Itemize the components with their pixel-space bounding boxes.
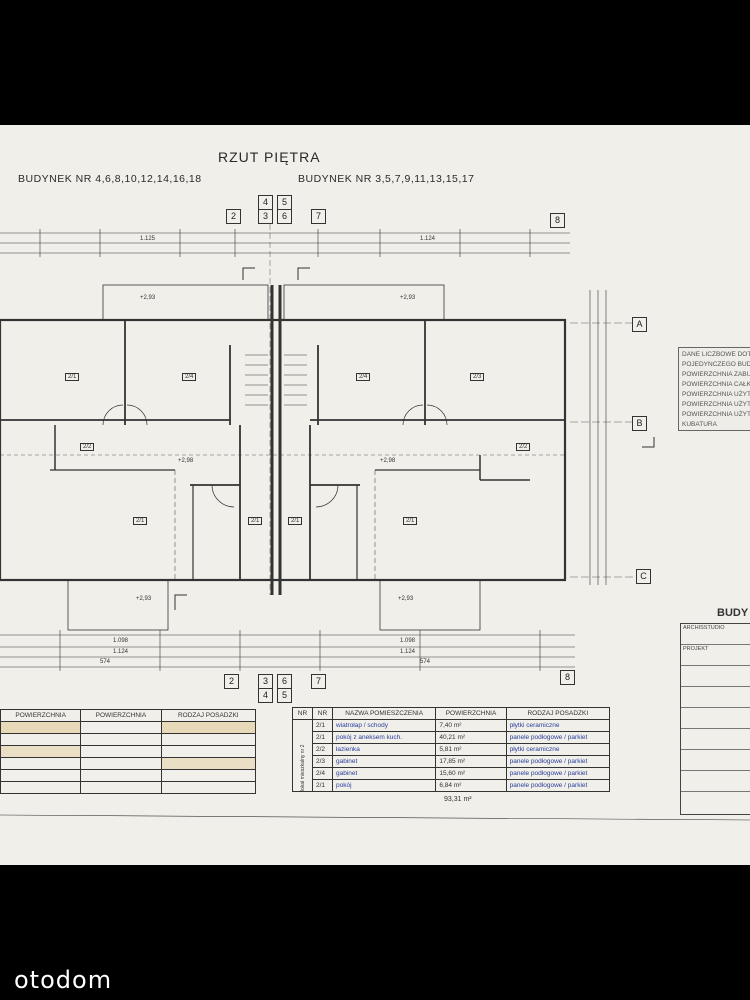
legend-side-label: lokal mieszkalny nr 2	[292, 719, 313, 792]
legend-cell: łazienka	[331, 743, 437, 756]
legend-cell: pokój z aneksem kuch.	[331, 731, 437, 744]
legend-cell: gabinet	[331, 767, 437, 780]
axis-label: A	[632, 317, 647, 332]
legend-cell: 2/3	[311, 755, 333, 768]
subtitle-left: BUDYNEK NR 4,6,8,10,12,14,16,18	[18, 173, 202, 185]
dimension-label: 1.124	[113, 649, 129, 655]
dimension-label: 574	[420, 659, 431, 665]
level-label: +2,93	[136, 596, 152, 602]
level-label: +2,93	[400, 295, 416, 301]
legend-cell: 15,60 m²	[435, 767, 507, 780]
room-tag: 2/1	[403, 517, 418, 525]
legend-cell: 2/2	[311, 743, 333, 756]
drawing-sheet: RZUT PIĘTRA BUDYNEK NR 4,6,8,10,12,14,16…	[0, 125, 750, 865]
room-tag: 2/1	[248, 517, 263, 525]
legend-cell: 2/4	[311, 767, 333, 780]
data-panel-line: KUBATURA	[682, 421, 717, 428]
title-block-row: ARCHISSTUDIO	[681, 624, 750, 645]
legend-header: POWIERZCHNIA	[0, 709, 82, 722]
data-panel-line: POJEDYNCZEGO BUDY	[682, 361, 750, 368]
legend-header: POWIERZCHNIA	[80, 709, 162, 722]
legend-cell: gabinet	[331, 755, 437, 768]
dimension-label: 1.125	[140, 236, 156, 242]
legend-cell: panele podłogowe / parkiet	[505, 767, 611, 780]
axis-label: 4	[258, 195, 273, 210]
legend-cell: płytki ceramiczne	[505, 719, 611, 732]
dimension-label: 1.098	[400, 638, 416, 644]
subtitle-right: BUDYNEK NR 3,5,7,9,11,13,15,17	[298, 173, 475, 185]
legend-header: NR	[311, 707, 333, 720]
title-block: ARCHISSTUDIO PROJEKT	[680, 623, 750, 815]
data-panel-line: POWIERZCHNIA UŻYT	[682, 391, 750, 398]
room-tag: 2/4	[356, 373, 371, 381]
room-tag: 2/1	[133, 517, 148, 525]
level-label: +2,93	[140, 295, 156, 301]
room-tag: 2/3	[470, 373, 485, 381]
data-panel-line: POWIERZCHNIA UŻYT	[682, 411, 750, 418]
legend-header: RODZAJ POSADZKI	[160, 709, 257, 722]
legend-cell: 17,85 m²	[435, 755, 507, 768]
room-legend-left: POWIERZCHNIA POWIERZCHNIA RODZAJ POSADZK…	[0, 709, 257, 794]
dimension-label: 1.124	[420, 236, 436, 242]
legend-cell: 2/1	[311, 779, 333, 792]
room-legend-right: NR NR NAZWA POMIESZCZENIA POWIERZCHNIA R…	[292, 707, 611, 792]
legend-cell: 2/1	[311, 731, 333, 744]
legend-cell: 5,81 m²	[435, 743, 507, 756]
dimension-label: 574	[100, 659, 111, 665]
floor-plan-drawing	[0, 215, 750, 821]
room-tag: 2/2	[516, 443, 531, 451]
axis-label: B	[632, 416, 647, 431]
axis-label: 2	[224, 674, 239, 689]
room-tag: 2/1	[65, 373, 80, 381]
axis-label: 8	[560, 670, 575, 685]
legend-cell: pokój	[331, 779, 437, 792]
axis-label: 4	[258, 688, 273, 703]
axis-label: 5	[277, 195, 292, 210]
legend-cell: panele podłogowe / parkiet	[505, 731, 611, 744]
room-tag: 2/1	[288, 517, 303, 525]
legend-cell: wiatrołap / schody	[331, 719, 437, 732]
legend-cell: płytki ceramiczne	[505, 743, 611, 756]
legend-header: RODZAJ POSADZKI	[505, 707, 611, 720]
data-panel-line: POWIERZCHNIA ZABU	[682, 371, 750, 378]
axis-label: 3	[258, 209, 273, 224]
drawing-title: RZUT PIĘTRA	[218, 149, 321, 165]
axis-label: 7	[311, 674, 326, 689]
axis-label: 2	[226, 209, 241, 224]
dimension-label: 1.124	[400, 649, 416, 655]
legend-header: NR	[292, 707, 313, 720]
axis-label: 6	[277, 209, 292, 224]
data-panel-line: POWIERZCHNIA UŻYT	[682, 401, 750, 408]
level-label: +2,93	[398, 596, 414, 602]
legend-cell: 7,40 m²	[435, 719, 507, 732]
title-block-heading: BUDY	[717, 607, 749, 619]
data-panel-line: POWIERZCHNIA CAŁK	[682, 381, 750, 388]
legend-cell: panele podłogowe / parkiet	[505, 755, 611, 768]
building-data-panel: DANE LICZBOWE DOTY POJEDYNCZEGO BUDY POW…	[678, 347, 750, 431]
level-label: +2,98	[380, 458, 396, 464]
axis-label: 5	[277, 688, 292, 703]
legend-header: POWIERZCHNIA	[435, 707, 507, 720]
axis-label: 3	[258, 674, 273, 689]
handwritten-total: 93,31 m²	[444, 796, 472, 803]
legend-cell: 40,21 m²	[435, 731, 507, 744]
level-label: +2,98	[178, 458, 194, 464]
dimension-label: 1.098	[113, 638, 129, 644]
room-tag: 2/4	[182, 373, 197, 381]
axis-label: 7	[311, 209, 326, 224]
data-panel-line: DANE LICZBOWE DOTY	[682, 351, 750, 358]
legend-cell: 2/1	[311, 719, 333, 732]
axis-label: C	[636, 569, 651, 584]
title-block-row: PROJEKT	[681, 645, 750, 666]
axis-label: 8	[550, 213, 565, 228]
legend-cell: 6,84 m²	[435, 779, 507, 792]
room-tag: 2/2	[80, 443, 95, 451]
legend-cell: panele podłogowe / parkiet	[505, 779, 611, 792]
watermark-logo: otodom	[14, 966, 113, 994]
legend-header: NAZWA POMIESZCZENIA	[331, 707, 437, 720]
axis-label: 6	[277, 674, 292, 689]
